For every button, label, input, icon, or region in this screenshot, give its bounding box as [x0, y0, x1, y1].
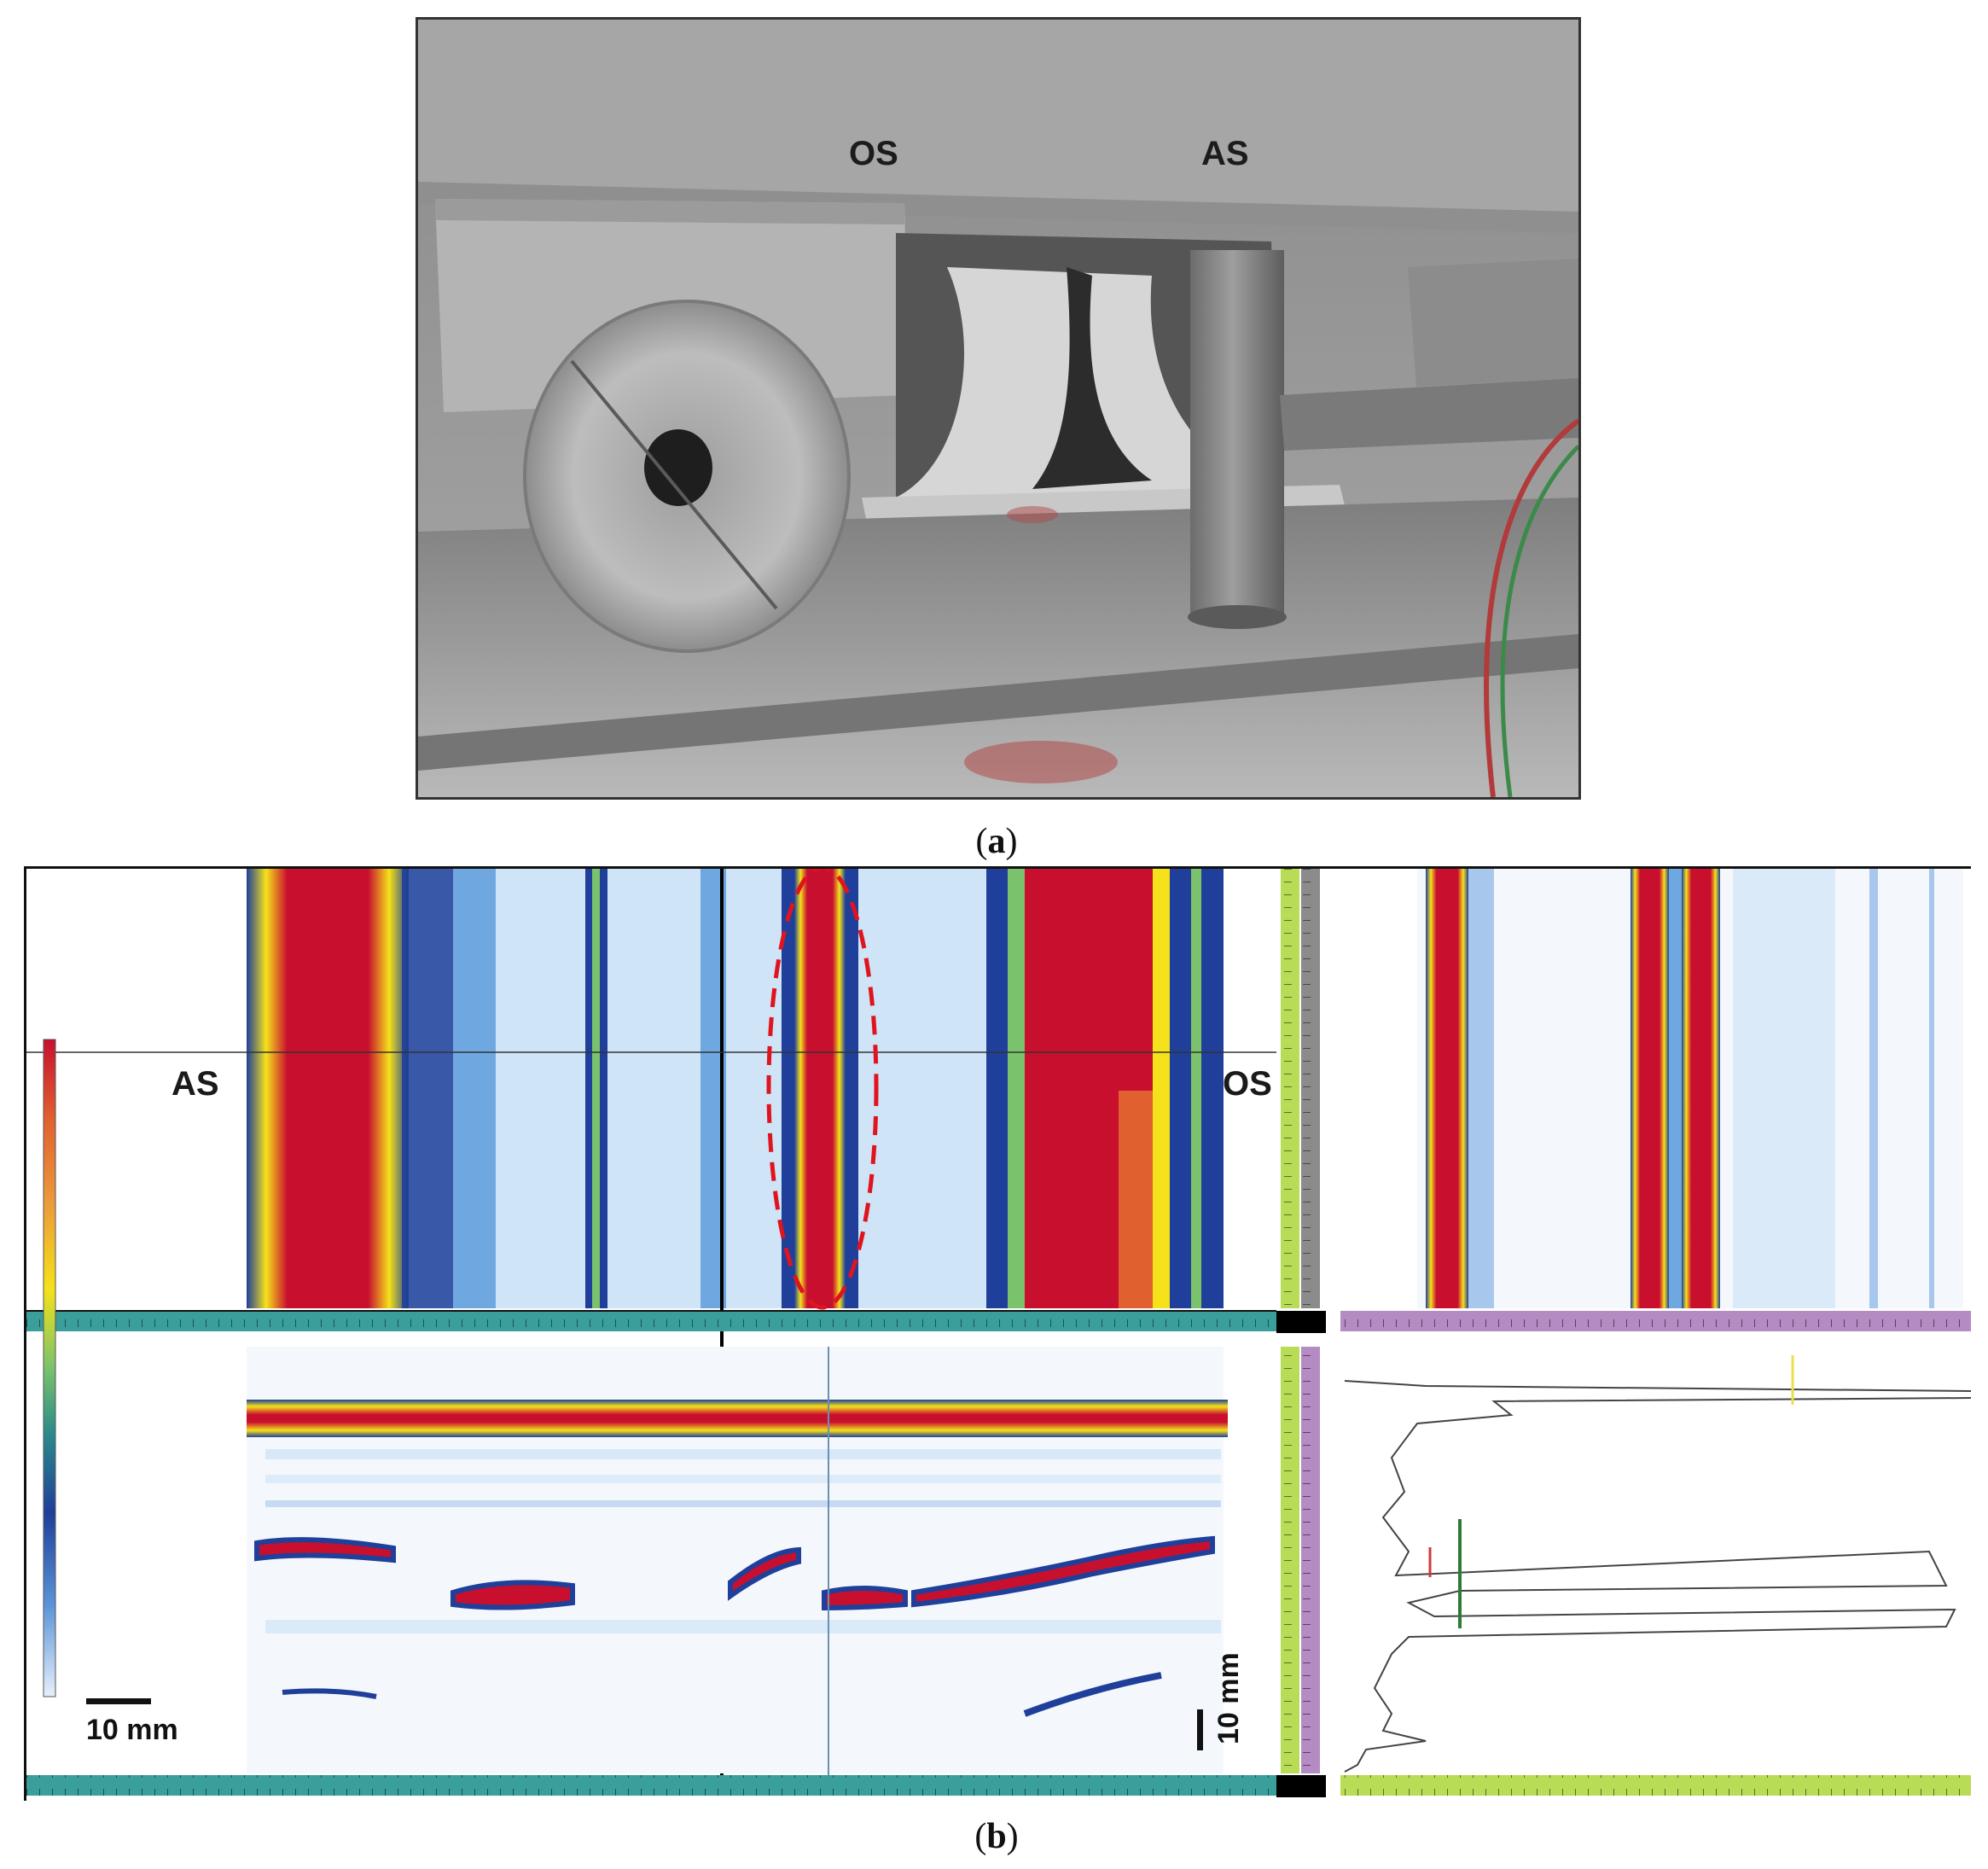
amplitude-colorbar	[43, 1039, 56, 1697]
as-label-scan: AS	[171, 1065, 219, 1103]
a-scan-view	[1340, 1347, 1971, 1773]
vertical-scale-label: 10 mm	[1212, 1652, 1245, 1744]
b-scan-view	[247, 1347, 1228, 1775]
horizontal-scale-bar	[86, 1698, 151, 1704]
horizontal-scale-label: 10 mm	[86, 1714, 178, 1746]
c-scan-view	[26, 869, 1276, 1775]
ruler-index-axis-secondary	[1301, 869, 1320, 1308]
caption-a: (a)	[975, 822, 1018, 861]
os-label-photo: OS	[849, 135, 898, 172]
d-scan-view	[1417, 869, 1963, 1308]
as-label-photo: AS	[1201, 135, 1249, 172]
ruler-index-axis	[1281, 869, 1299, 1308]
ruler-depth-axis-secondary	[1301, 1347, 1320, 1773]
os-label-scan: OS	[1223, 1065, 1272, 1103]
ruler-depth-axis	[1281, 1347, 1299, 1773]
ultrasonic-scan-panel: AS OS 10 mm 10 mm	[24, 866, 1971, 1801]
vertical-scale-bar	[1197, 1709, 1203, 1750]
caption-b: (b)	[974, 1817, 1019, 1856]
ruler-scan-axis-bottom	[26, 1775, 1276, 1796]
ruler-amplitude-axis	[1340, 1775, 1971, 1796]
fixture-photo: OS AS	[416, 17, 1581, 800]
ruler-d-scan-axis	[1340, 1311, 1971, 1331]
scan-views	[26, 869, 1971, 1797]
ruler-scan-axis-top	[26, 1311, 1276, 1331]
fixture-photo-drawing	[418, 20, 1578, 797]
